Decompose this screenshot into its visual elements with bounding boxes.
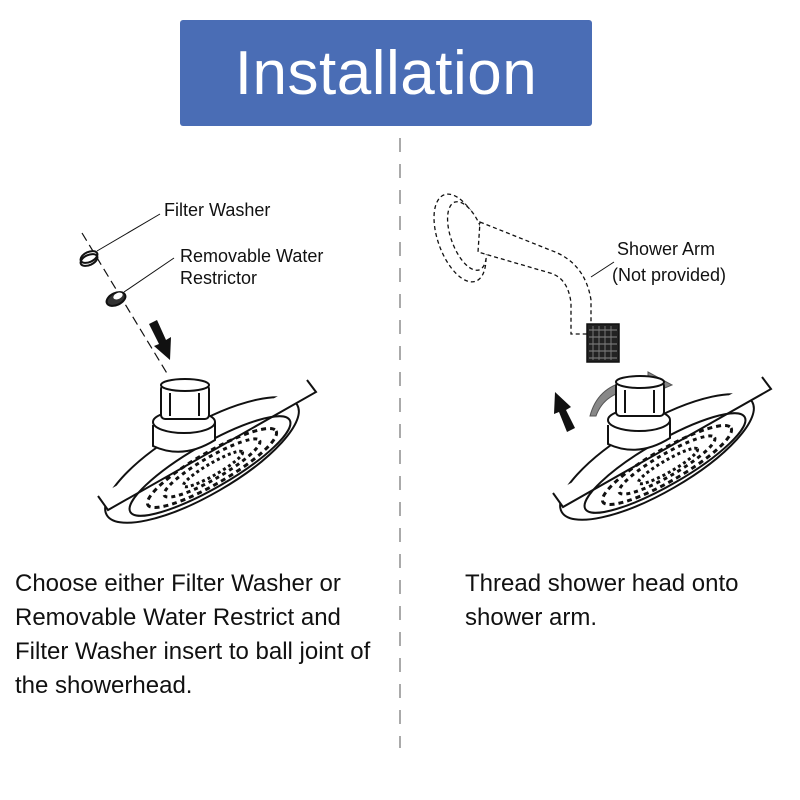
callout-water-restrictor-line2: Restrictor [180,268,258,288]
step-panel-left: Filter Washer Removable Water Restrictor… [15,200,371,699]
page-title: Installation [234,38,538,108]
water-restrictor-icon [105,291,127,307]
filter-washer-icon [79,250,99,267]
callout-shower-arm-line1: Shower Arm [617,239,716,259]
up-arrow-icon [554,392,575,432]
step-panel-right: Shower Arm (Not provided) Thread shower … [400,0,800,800]
shower-head-icon [97,378,318,524]
shower-head-icon [552,375,773,521]
arm-thread [586,323,620,363]
callout-filter-washer: Filter Washer [164,200,271,220]
down-arrow-icon [149,320,171,360]
step-2-caption: Thread shower head onto shower arm. [465,570,739,631]
step-2-illustration [433,193,773,521]
callout-water-restrictor-line1: Removable Water [180,246,324,266]
step-1-caption: Choose either Filter Washer or Removable… [15,570,371,699]
shower-arm-icon [433,193,592,335]
title-banner: Installation [180,20,592,126]
callout-shower-arm-line2: (Not provided) [612,265,727,285]
step-1-illustration [79,213,318,524]
